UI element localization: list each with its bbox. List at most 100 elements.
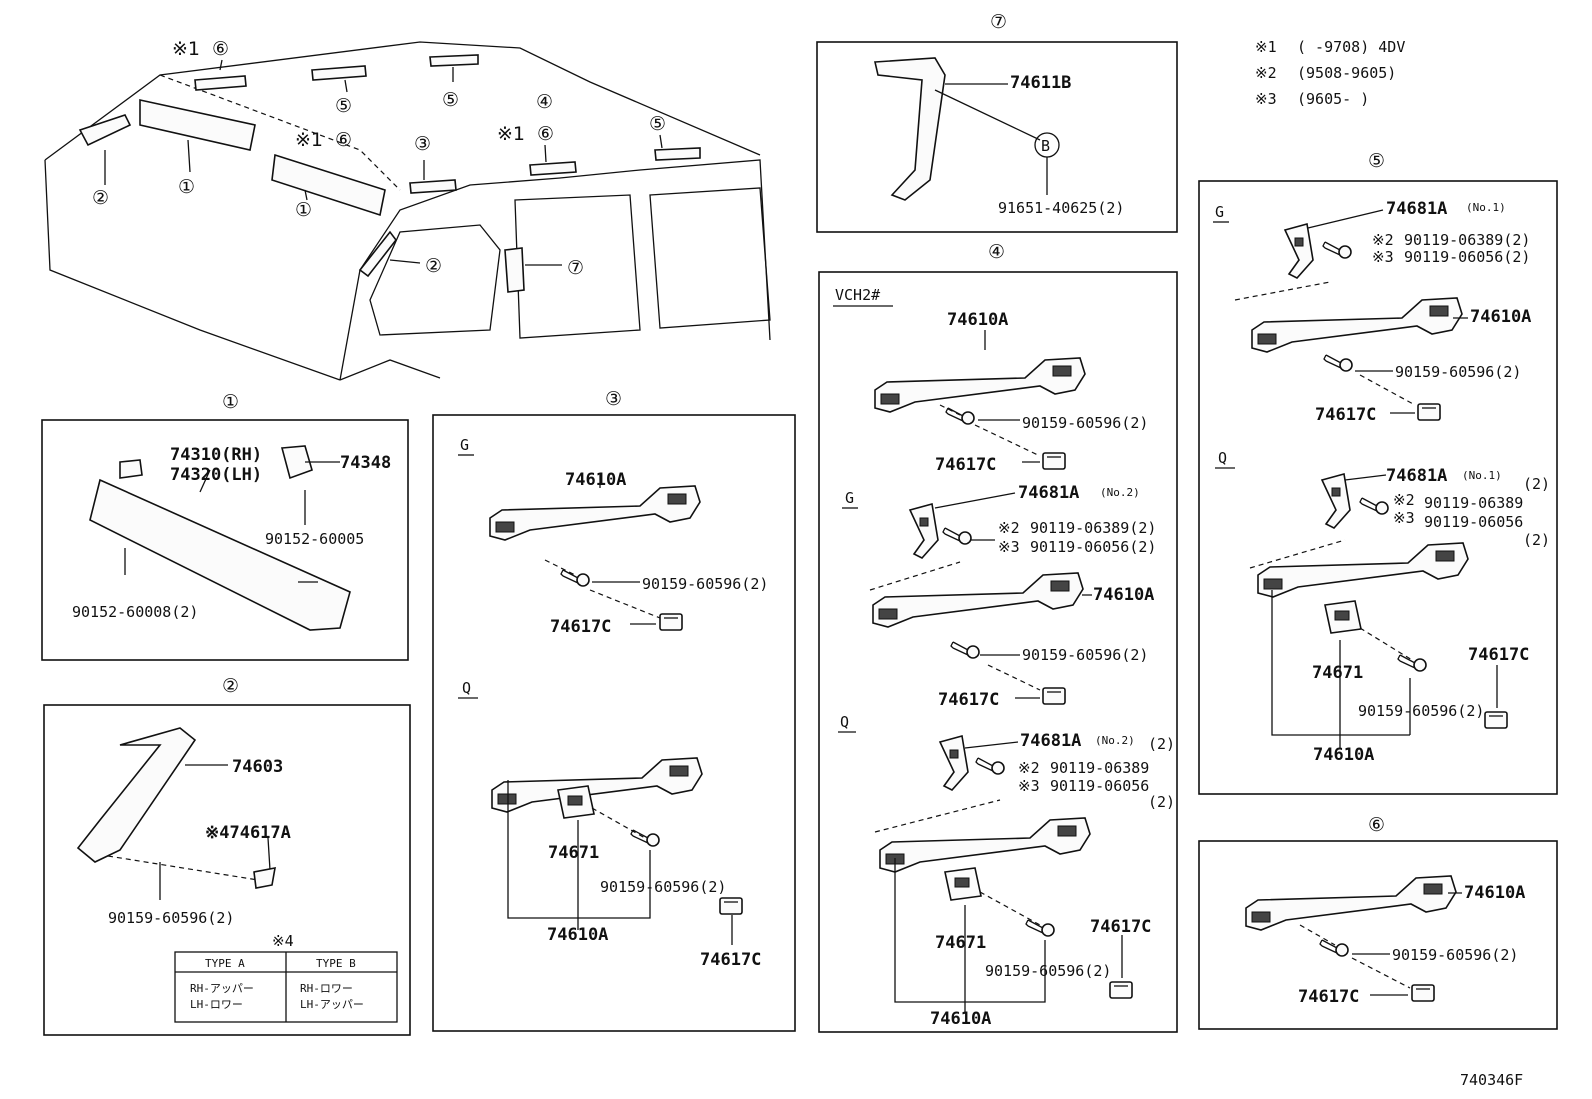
part-90119-06056-p4-q[interactable]: 90119-06056 — [1050, 777, 1149, 795]
table-note-mark: ※4 — [272, 932, 294, 950]
part-90119-06056-p5-q[interactable]: 90119-06056 — [1424, 513, 1523, 531]
part-74611B[interactable]: 74611B — [1010, 73, 1071, 93]
panel-4-model: VCH2# — [835, 286, 880, 304]
part-74610A-p6[interactable]: 74610A — [1464, 883, 1525, 903]
panel-4-g-mark2: ※2 — [998, 519, 1020, 537]
part-74610A-p5-q[interactable]: 74610A — [1313, 745, 1374, 765]
panel-4-g-mark3: ※3 — [998, 538, 1020, 556]
part-74610A-p3-top[interactable]: 74610A — [565, 470, 626, 490]
panel-5-q-mark3: ※3 — [1393, 509, 1415, 527]
part-90159-60596-p5-g[interactable]: 90159-60596(2) — [1395, 363, 1521, 381]
overview-callout-1: ① — [178, 176, 195, 198]
panel-4-title: ④ — [988, 241, 1005, 263]
part-74671-p3[interactable]: 74671 — [548, 843, 599, 863]
part-74617C-p5-q[interactable]: 74617C — [1468, 645, 1529, 665]
panel-5-g-no: (No.1) — [1466, 201, 1506, 214]
overview-callout-6c: ⑥ — [537, 123, 554, 145]
panel-4-q-no: (No.2) — [1095, 734, 1135, 747]
part-74617C-p5-g[interactable]: 74617C — [1315, 405, 1376, 425]
part-74610A-p5-g[interactable]: 74610A — [1470, 307, 1531, 327]
part-74610A-p3-bottom[interactable]: 74610A — [547, 925, 608, 945]
part-74617A[interactable]: ※474617A — [205, 823, 291, 843]
panel-3-label-q: Q — [462, 679, 471, 697]
legend-mark-2: ※2 — [1255, 64, 1277, 82]
part-74610A-p4-3[interactable]: 74610A — [930, 1009, 991, 1029]
part-74320-lh[interactable]: 74320(LH) — [170, 465, 262, 485]
panel-5-label-g: G — [1215, 203, 1224, 221]
panel-5-label-q: Q — [1218, 449, 1227, 467]
part-74681A-p4-q[interactable]: 74681A — [1020, 731, 1081, 751]
part-90119-06389-p5-g[interactable]: 90119-06389(2) — [1404, 231, 1530, 249]
part-90119-06389-p4-g[interactable]: 90119-06389(2) — [1030, 519, 1156, 537]
panel-7: ⑦ B 74611B 91651-40625(2) — [816, 11, 1178, 233]
part-74681A-p5-q[interactable]: 74681A — [1386, 466, 1447, 486]
panel-4-g-no: (No.2) — [1100, 486, 1140, 499]
part-90119-06056-p4-g[interactable]: 90119-06056(2) — [1030, 538, 1156, 556]
overview-callout-6b: ⑥ — [335, 129, 352, 151]
part-74681A-p4-g[interactable]: 74681A — [1018, 483, 1079, 503]
panel-6: ⑥ 74610A 90159-60596(2) 74617C — [1198, 814, 1558, 1030]
diagram-code: 740346F — [1460, 1071, 1523, 1089]
part-90159-60596-p2[interactable]: 90159-60596(2) — [108, 909, 234, 927]
part-90159-60596-p5-q[interactable]: 90159-60596(2) — [1358, 702, 1484, 720]
part-74310-rh[interactable]: 74310(RH) — [170, 445, 262, 465]
table-b-line2: LH-アッパー — [300, 998, 364, 1011]
part-74671-p4[interactable]: 74671 — [935, 933, 986, 953]
panel-4: ④ VCH2# 74610A 90159-60596(2) 74617C G 7… — [818, 241, 1178, 1033]
part-74617C-p4-3[interactable]: 74617C — [1090, 917, 1151, 937]
overview-callout-7: ⑦ — [567, 257, 584, 279]
part-90159-60596-p4-2[interactable]: 90159-60596(2) — [1022, 646, 1148, 664]
part-74617C-p4-1[interactable]: 74617C — [935, 455, 996, 475]
panel-4-label-q: Q — [840, 713, 849, 731]
overview-callout-5c: ⑤ — [649, 113, 666, 135]
legend: ※1 ( -9708) 4DV ※2 (9508-9605) ※3 (9605-… — [1255, 38, 1405, 108]
panel-5: ⑤ G 74681A (No.1) ※2 90119-06389(2) ※3 9… — [1198, 150, 1558, 795]
part-74617C-p6[interactable]: 74617C — [1298, 987, 1359, 1007]
part-90159-60596-p6[interactable]: 90159-60596(2) — [1392, 946, 1518, 964]
legend-mark-3: ※3 — [1255, 90, 1277, 108]
panel-4-q-bolt-qty: (2) — [1148, 793, 1175, 811]
overview-callout-2b: ② — [425, 255, 442, 277]
overview-callout-4: ④ — [536, 91, 553, 113]
overview-callout-2: ② — [92, 187, 109, 209]
part-90119-06389-p5-q[interactable]: 90119-06389 — [1424, 494, 1523, 512]
type-table: TYPE A TYPE B RH-アッパー LH-ロワー RH-ロワー LH-ア… — [174, 951, 398, 1023]
part-74603[interactable]: 74603 — [232, 757, 283, 777]
part-74610A-p4-2[interactable]: 74610A — [1093, 585, 1154, 605]
part-74617C-p4-2[interactable]: 74617C — [938, 690, 999, 710]
panel-5-q-bolt-qty: (2) — [1523, 531, 1550, 549]
table-a-line1: RH-アッパー — [190, 982, 254, 995]
panel-3-label-g: G — [460, 436, 469, 454]
panel-2: ② 74603 ※474617A 90159-60596(2) ※4 TYPE … — [43, 675, 411, 1036]
part-74617C-p3-top[interactable]: 74617C — [550, 617, 611, 637]
panel-7-ref: B — [1041, 137, 1050, 155]
part-74610A-p4-1[interactable]: 74610A — [947, 310, 1008, 330]
panel-5-g-mark3: ※3 — [1372, 248, 1394, 266]
part-90119-06056-p5-g[interactable]: 90119-06056(2) — [1404, 248, 1530, 266]
part-90152-60005[interactable]: 90152-60005 — [265, 530, 364, 548]
panel-2-title: ② — [222, 675, 239, 697]
legend-text-2: (9508-9605) — [1297, 64, 1396, 82]
panel-5-g-mark2: ※2 — [1372, 231, 1394, 249]
part-90119-06389-p4-q[interactable]: 90119-06389 — [1050, 759, 1149, 777]
overview-mark-1c: ※1 — [497, 123, 525, 145]
part-90159-60596-p4-3[interactable]: 90159-60596(2) — [985, 962, 1111, 980]
part-74348[interactable]: 74348 — [340, 453, 391, 473]
part-90159-60596-p3-top[interactable]: 90159-60596(2) — [642, 575, 768, 593]
table-b-line1: RH-ロワー — [300, 982, 353, 995]
part-74617C-p3-bottom[interactable]: 74617C — [700, 950, 761, 970]
panel-1-title: ① — [222, 391, 239, 413]
panel-4-q-qty: (2) — [1148, 735, 1175, 753]
panel-5-q-mark2: ※2 — [1393, 491, 1415, 509]
part-74671-p5[interactable]: 74671 — [1312, 663, 1363, 683]
panel-5-q-no: (No.1) — [1462, 469, 1502, 482]
panel-1: ① 74310(RH) 74320(LH) 74348 90152-60005 … — [41, 391, 409, 661]
part-90159-60596-p3-bottom[interactable]: 90159-60596(2) — [600, 878, 726, 896]
part-74681A-p5-g[interactable]: 74681A — [1386, 199, 1447, 219]
part-91651-40625[interactable]: 91651-40625(2) — [998, 199, 1124, 217]
panel-7-title: ⑦ — [990, 11, 1007, 33]
table-a-line2: LH-ロワー — [190, 998, 243, 1011]
panel-4-label-g: G — [845, 489, 854, 507]
part-90152-60008[interactable]: 90152-60008(2) — [72, 603, 198, 621]
part-90159-60596-p4-1[interactable]: 90159-60596(2) — [1022, 414, 1148, 432]
